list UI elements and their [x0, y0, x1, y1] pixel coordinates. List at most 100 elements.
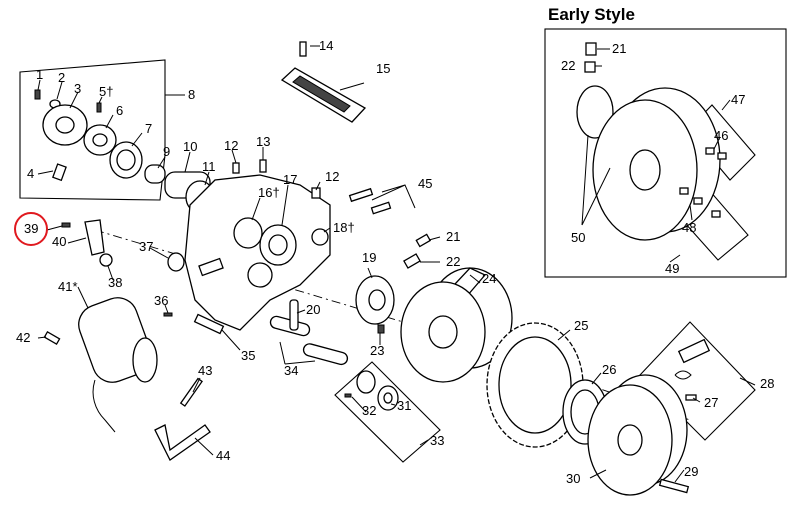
callout-1: 1 — [36, 67, 43, 82]
part-45-fitting-b — [370, 201, 392, 215]
callout-26: 26 — [602, 362, 616, 377]
callout-3: 3 — [74, 81, 81, 96]
callout-37: 37 — [139, 239, 153, 254]
part-50-plate — [576, 85, 614, 139]
callout-31: 31 — [397, 398, 411, 413]
callout-48: 48 — [682, 220, 696, 235]
early-style-inset — [544, 28, 787, 278]
part-21-spring — [415, 233, 432, 248]
part-18-plug — [311, 228, 329, 246]
part-48-pin-c — [711, 210, 721, 218]
part-48-pin-b — [693, 197, 703, 205]
callout-28: 28 — [760, 376, 774, 391]
part-32-ring — [356, 370, 376, 394]
part-31-ring-inner — [383, 392, 393, 404]
callout-21-early: 21 — [612, 41, 626, 56]
part-44-hex-key — [154, 424, 211, 461]
callout-44: 44 — [216, 448, 230, 463]
part-23-screw — [377, 324, 385, 334]
part-39-screw — [61, 222, 71, 228]
part-16-bushing — [233, 217, 263, 249]
callout-35: 35 — [241, 348, 255, 363]
part-6-bearing-inner — [92, 133, 108, 147]
part-5-pin — [96, 102, 102, 113]
part-21e-bushing — [585, 42, 597, 56]
callout-6: 6 — [116, 103, 123, 118]
callout-23: 23 — [370, 343, 384, 358]
part-42-clip — [43, 331, 61, 345]
part-25-ring-gear-inner — [498, 336, 572, 434]
part-35-key — [193, 313, 225, 335]
part-1-screw — [34, 89, 41, 100]
part-29-screw — [658, 478, 690, 494]
callout-11: 11 — [202, 159, 216, 174]
part-12-fitting — [232, 162, 240, 174]
callout-20: 20 — [306, 302, 320, 317]
part-37-ring — [167, 252, 185, 272]
callout-14: 14 — [319, 38, 333, 53]
part-27-pin — [685, 394, 697, 401]
part-4-key — [52, 163, 67, 182]
housing-port — [247, 262, 273, 288]
callout-29: 29 — [684, 464, 698, 479]
part-7-seal-inner — [116, 149, 136, 171]
callout-4: 4 — [27, 166, 34, 181]
callout-19: 19 — [362, 250, 376, 265]
callout-5: 5† — [99, 84, 113, 99]
callout-50: 50 — [571, 230, 585, 245]
main-gear-housing — [184, 174, 331, 331]
part-13-fitting — [259, 159, 267, 173]
callout-7: 7 — [145, 121, 152, 136]
callout-2: 2 — [58, 70, 65, 85]
callout-27: 27 — [704, 395, 718, 410]
callout-22-early: 22 — [561, 58, 575, 73]
callout-12b: 12 — [325, 169, 339, 184]
part-36-screw — [163, 312, 173, 317]
part-12b-fitting — [311, 187, 321, 199]
callout-32: 32 — [362, 403, 376, 418]
part-14-screw — [299, 41, 307, 57]
part-30-chuck-center — [617, 424, 643, 456]
part-46-pin-a — [705, 147, 715, 155]
part-48-pin-a — [679, 187, 689, 195]
callout-8: 8 — [188, 87, 195, 102]
callout-41: 41* — [58, 279, 78, 294]
callout-22: 22 — [446, 254, 460, 269]
callout-49: 49 — [665, 261, 679, 276]
callout-12a: 12 — [224, 138, 238, 153]
callout-36: 36 — [154, 293, 168, 308]
part-50-drum-bore — [629, 149, 661, 191]
callout-18: 18† — [333, 220, 355, 235]
part-17-bearing-inner — [268, 234, 288, 256]
subassembly-box-33 — [334, 361, 441, 463]
callout-25: 25 — [574, 318, 588, 333]
callout-45: 45 — [418, 176, 432, 191]
callout-24: 24 — [482, 271, 496, 286]
callout-38: 38 — [108, 275, 122, 290]
callout-9: 9 — [163, 144, 170, 159]
part-28-jaw — [677, 338, 711, 364]
part-41-motor-cord — [92, 379, 116, 433]
callout-46: 46 — [714, 128, 728, 143]
part-45-fitting-a — [348, 187, 374, 203]
part-34-pin-b — [302, 343, 349, 366]
callout-13: 13 — [256, 134, 270, 149]
part-43-pin — [179, 377, 203, 407]
part-9-spacer — [144, 164, 166, 184]
callout-43: 43 — [198, 363, 212, 378]
part-46-pin-b — [717, 152, 727, 160]
callout-17: 17 — [283, 172, 297, 187]
leader-lines — [37, 45, 756, 483]
part-22-spring — [403, 253, 421, 269]
callout-42: 42 — [16, 330, 30, 345]
part-15-cover-slots — [292, 75, 351, 113]
part-20-pin — [289, 299, 299, 331]
callout-39: 39 — [24, 221, 38, 236]
part-27-spring-clip — [674, 370, 692, 380]
part-19-center — [368, 289, 386, 311]
callout-33: 33 — [430, 433, 444, 448]
callout-47: 47 — [731, 92, 745, 107]
part-22e-bushing — [584, 61, 596, 73]
part-38-nut — [99, 253, 113, 267]
